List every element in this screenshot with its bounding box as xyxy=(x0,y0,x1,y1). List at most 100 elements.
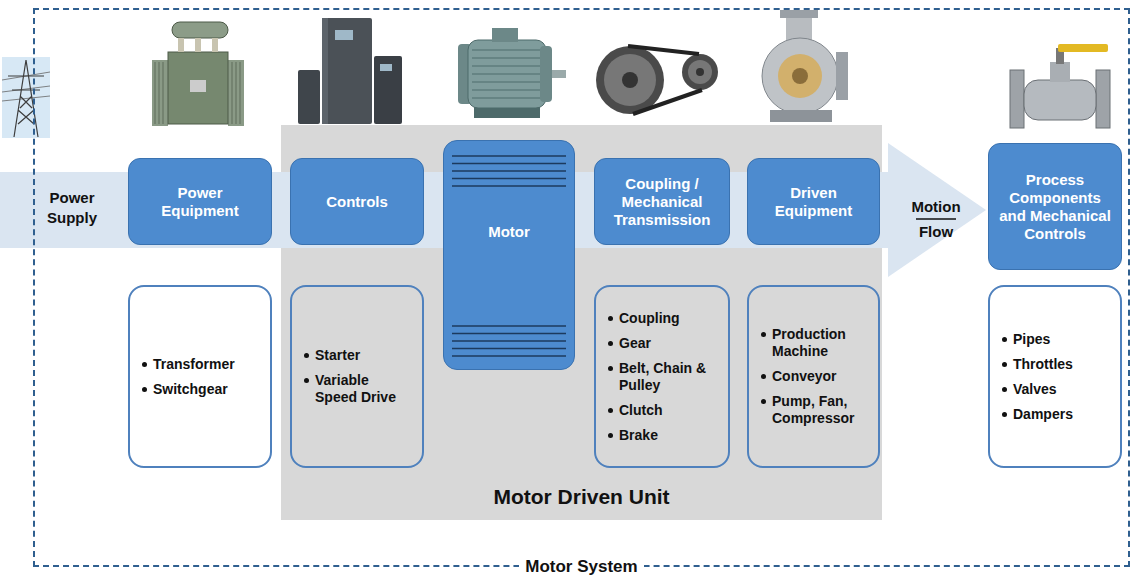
motor-picture xyxy=(458,28,566,118)
pump-picture-part xyxy=(836,52,848,100)
category-box: Controls xyxy=(290,158,424,245)
item-list-box: CouplingGearBelt, Chain & PulleyClutchBr… xyxy=(594,285,730,468)
heading-holder: Coupling / Mechanical Transmission xyxy=(603,175,721,229)
list-holder: TransformerSwitchgear xyxy=(142,356,262,398)
winding-line xyxy=(452,170,566,172)
belt-pulley-picture-part xyxy=(604,54,656,106)
power-pylon-picture-part xyxy=(8,60,44,137)
transformer-picture-part xyxy=(152,60,168,126)
power-pylon-picture-part xyxy=(2,57,50,138)
list-item-text: Starter xyxy=(315,347,360,364)
list-holder: CouplingGearBelt, Chain & PulleyClutchBr… xyxy=(608,310,720,444)
bullet-dot xyxy=(304,378,309,383)
category-box: Driven Equipment xyxy=(747,158,880,245)
category-box: Power Equipment xyxy=(128,158,272,245)
transformer-picture-part xyxy=(178,38,184,52)
pump-picture-part xyxy=(778,54,822,98)
power-pylon-picture xyxy=(2,57,50,138)
list-item: Starter xyxy=(304,347,414,364)
category-box: Process Components and Mechanical Contro… xyxy=(988,143,1122,270)
motor-picture-part xyxy=(468,40,546,108)
category-box: Coupling / Mechanical Transmission xyxy=(594,158,730,245)
list-item-text: Dampers xyxy=(1013,406,1073,423)
bullet-dot xyxy=(1002,337,1007,342)
winding-line xyxy=(452,325,566,327)
list-item-text: Pipes xyxy=(1013,331,1050,348)
drive-cabinets-picture-part xyxy=(380,64,392,71)
category-heading: Coupling / Mechanical Transmission xyxy=(603,175,721,229)
category-heading: Controls xyxy=(299,193,415,211)
winding-line xyxy=(452,355,566,357)
list-item: Gear xyxy=(608,335,720,352)
pump-picture-part xyxy=(786,18,812,40)
transformer-picture xyxy=(152,22,244,126)
transformer-picture-part xyxy=(172,22,228,38)
list-item-text: Coupling xyxy=(619,310,680,327)
belt-pulley-picture-part xyxy=(622,72,638,88)
list-item-text: Clutch xyxy=(619,402,663,419)
unit-title: Motor Driven Unit xyxy=(493,484,669,510)
drive-cabinets-picture-part xyxy=(322,18,372,124)
item-list-box: StarterVariable Speed Drive xyxy=(290,285,424,468)
winding-line xyxy=(452,348,566,350)
list-item-text: Brake xyxy=(619,427,658,444)
belt-pulley-picture xyxy=(596,46,718,114)
bullet-dot xyxy=(761,374,766,379)
category-heading: Power Equipment xyxy=(137,184,263,220)
list-item: Throttles xyxy=(1002,356,1112,373)
list-item: Pump, Fan, Compressor xyxy=(761,393,870,427)
supply-label: Power Supply xyxy=(36,188,108,228)
list-item-text: Conveyor xyxy=(772,368,837,385)
item-list-box: TransformerSwitchgear xyxy=(128,285,272,468)
list-holder: StarterVariable Speed Drive xyxy=(304,347,414,406)
valve-picture-part xyxy=(1050,62,1070,82)
belt-pulley-picture-part xyxy=(628,46,702,114)
item-list-box: Production MachineConveyorPump, Fan, Com… xyxy=(747,285,880,468)
drive-cabinets-picture-part xyxy=(335,30,353,40)
drive-cabinets-picture-part xyxy=(374,56,402,124)
bullet-dot xyxy=(608,366,613,371)
category-heading: Process Components and Mechanical Contro… xyxy=(997,171,1113,243)
list-item: Valves xyxy=(1002,381,1112,398)
list-item-text: Switchgear xyxy=(153,381,228,398)
motor-picture-part xyxy=(492,28,518,42)
winding-lines xyxy=(444,141,574,369)
pump-picture-part xyxy=(770,110,832,122)
valve-picture-part xyxy=(1096,70,1110,128)
item-list-box: PipesThrottlesValvesDampers xyxy=(988,285,1122,468)
bullet-dot xyxy=(142,387,147,392)
winding-line xyxy=(452,178,566,180)
list-item-text: Variable Speed Drive xyxy=(315,372,414,406)
list-item: Clutch xyxy=(608,402,720,419)
pump-picture xyxy=(762,10,848,122)
motor-label: Motor xyxy=(444,223,574,241)
unit-region: Motor Driven Unit ControlsStarterVariable… xyxy=(281,125,882,520)
title-holder: Motor Driven Unit xyxy=(281,484,882,510)
winding-line xyxy=(452,163,566,165)
list-item-text: Throttles xyxy=(1013,356,1073,373)
valve-picture-part xyxy=(1024,80,1096,120)
pump-picture-part xyxy=(780,10,818,18)
belt-pulley-picture-part xyxy=(596,46,664,114)
drive-cabinets-picture xyxy=(298,18,402,124)
list-item-text: Production Machine xyxy=(772,326,870,360)
list-item: Belt, Chain & Pulley xyxy=(608,360,720,394)
list-item-text: Transformer xyxy=(153,356,235,373)
title-holder: Motor System xyxy=(35,556,1128,578)
fraction-bar xyxy=(916,218,956,220)
list-item-text: Pump, Fan, Compressor xyxy=(772,393,870,427)
list-holder: PipesThrottlesValvesDampers xyxy=(1002,331,1112,423)
winding-line xyxy=(452,185,566,187)
flow-arrow xyxy=(888,143,986,277)
valve-picture-part xyxy=(1058,44,1108,52)
list-item: Switchgear xyxy=(142,381,262,398)
flow-label: Flow xyxy=(900,222,972,242)
drive-cabinets-picture-part xyxy=(322,18,328,124)
bullet-dot xyxy=(761,332,766,337)
belt-pulley-picture-part xyxy=(696,68,704,76)
list-item: Variable Speed Drive xyxy=(304,372,414,406)
heading-holder: Process Components and Mechanical Contro… xyxy=(997,171,1113,243)
category-heading: Driven Equipment xyxy=(756,184,871,220)
winding-line xyxy=(452,155,566,157)
